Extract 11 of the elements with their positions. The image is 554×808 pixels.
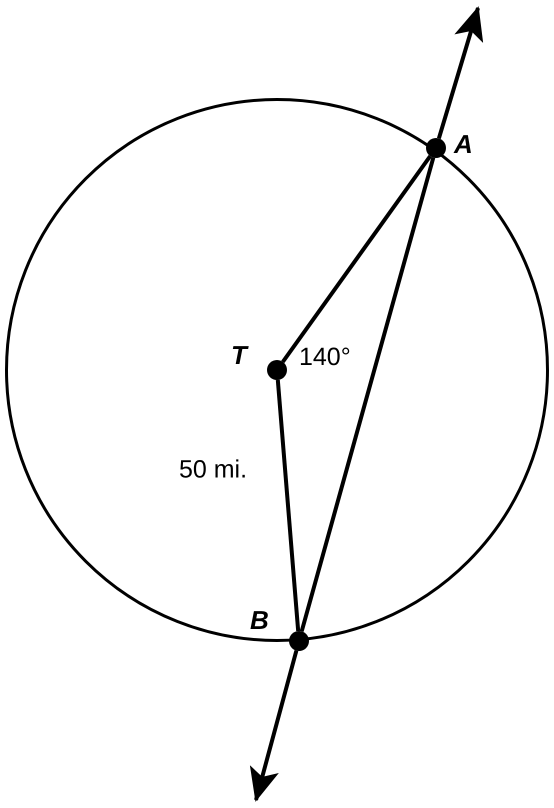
line-segment: [281, 154, 432, 364]
line-segment: [276, 380, 300, 632]
point-dot: [289, 631, 309, 651]
point-dot: [267, 360, 287, 380]
arrow: [250, 650, 298, 802]
point-label: T: [231, 342, 247, 368]
point-label: A: [454, 131, 473, 157]
point-label: B: [250, 607, 269, 633]
angle-label: 140°: [299, 345, 351, 370]
line-segment: [300, 157, 436, 632]
arrow: [436, 6, 484, 139]
